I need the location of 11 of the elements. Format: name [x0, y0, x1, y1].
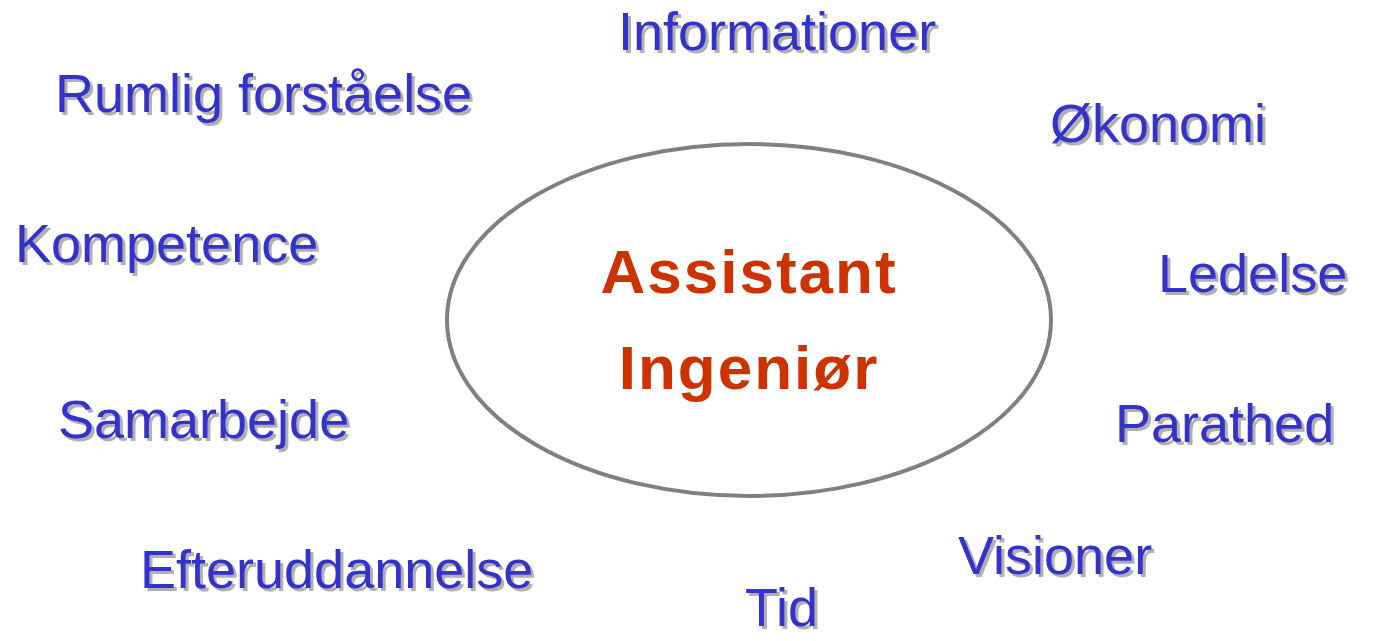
keyword-label: Parathed: [1115, 392, 1335, 454]
keyword-label: Rumlig forståelse: [55, 62, 473, 124]
keyword-label: Informationer: [618, 0, 937, 62]
keyword-label: Visioner: [958, 524, 1153, 586]
keyword-label: Efteruddannelse: [140, 538, 534, 600]
center-title: Assistant Ingeniør: [599, 236, 899, 404]
keyword-label: Kompetence: [15, 212, 319, 274]
keyword-label: Samarbejde: [58, 388, 350, 450]
keyword-label: Økonomi: [1050, 92, 1267, 154]
keyword-label: Ledelse: [1158, 242, 1348, 304]
keyword-label: Tid: [745, 576, 818, 638]
